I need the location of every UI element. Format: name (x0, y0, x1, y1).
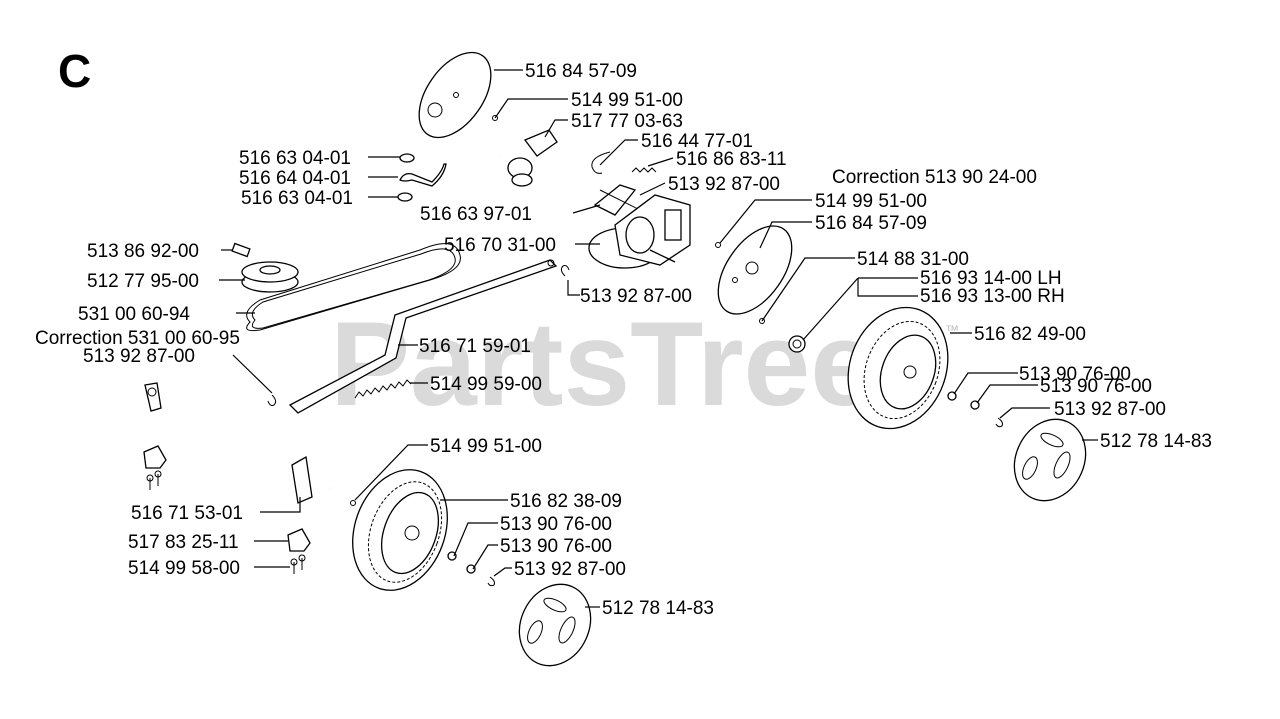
label-lever: 516 64 04-01 (239, 168, 351, 189)
label-bracket-top: 517 77 03-63 (571, 111, 683, 132)
front-wheel-drawing (352, 469, 448, 591)
watermark: PartsTree (330, 297, 877, 431)
label-washer-b: 516 63 04-01 (241, 188, 353, 209)
pin-c-drawing (759, 318, 765, 324)
label-clip-a: 513 92 87-00 (668, 174, 780, 195)
label-front-wheel: 516 82 38-09 (510, 491, 622, 512)
hubcap-front-drawing (518, 583, 592, 667)
label-gear-lh: 516 93 14-00 LH (920, 268, 1062, 289)
label-pin-c: 514 88 31-00 (857, 249, 969, 270)
label-spring-long: 514 99 59-00 (430, 374, 542, 395)
label-pin-b: 514 99 51-00 (815, 191, 927, 212)
section-letter: C (58, 45, 91, 97)
label-belt: 531 00 60-94 (78, 304, 190, 325)
clip-d-drawing (995, 417, 1003, 428)
label-clip-b: 513 92 87-00 (580, 286, 692, 307)
gearbox-drawing (588, 194, 691, 269)
label-nut-b: 513 90 76-00 (1040, 376, 1152, 397)
spring-long-drawing (354, 379, 412, 399)
watermark-trademark: ™ (945, 322, 959, 338)
washer-b-drawing (397, 192, 413, 202)
label-screw: 514 99 58-00 (128, 558, 240, 579)
label-correction-a: Correction 513 90 24-00 (832, 167, 1037, 188)
screw-drawing (290, 554, 306, 574)
label-rod: 516 71 59-01 (419, 336, 531, 357)
label-pulley: 512 77 95-00 (87, 271, 199, 292)
nut-c-drawing (447, 551, 457, 561)
belt-drawing (246, 243, 461, 332)
label-correction-b: Correction 531 00 60-95 (35, 328, 240, 349)
rear-wheel-drawing (847, 306, 949, 430)
clip-b-drawing (560, 265, 570, 277)
label-clip-e: 513 92 87-00 (514, 559, 626, 580)
key-drawing (231, 242, 251, 258)
label-gearbox: 516 70 31-00 (444, 235, 556, 256)
label-clip-c: 513 92 87-00 (83, 346, 195, 367)
hubcap-rear-drawing (1013, 418, 1087, 502)
shaft-assembly-drawing (498, 129, 661, 242)
bracket-upper-left-drawing (143, 445, 167, 490)
label-key: 513 86 92-00 (87, 241, 199, 262)
pin-a-drawing (492, 115, 498, 121)
label-nut-a: 513 90 76-00 (1019, 364, 1131, 385)
rod-drawing (288, 259, 558, 414)
label-bracket-low: 517 83 25-11 (128, 532, 239, 553)
gear-drawing (788, 335, 806, 353)
label-disc-top: 516 84 57-09 (525, 61, 637, 82)
label-nut-c: 513 90 76-00 (500, 514, 612, 535)
disc-mid-drawing (717, 225, 793, 315)
label-pin-a: 514 99 51-00 (571, 90, 683, 111)
label-gear-rh: 516 93 13-00 RH (920, 286, 1065, 307)
label-clip-d: 513 92 87-00 (1054, 399, 1166, 420)
lever-drawing (399, 163, 447, 187)
label-disc-mid: 516 84 57-09 (815, 213, 927, 234)
clip-e-drawing (487, 576, 495, 587)
spring-small-drawing (631, 167, 657, 173)
axle-drawing (144, 382, 331, 504)
pulley-drawing (241, 261, 299, 293)
label-axle: 516 71 53-01 (131, 503, 243, 524)
clip-c-drawing (267, 394, 277, 406)
label-hubcap-rear: 512 78 14-83 (1100, 431, 1212, 452)
disc-top-drawing (418, 51, 492, 139)
label-spring-clip: 516 44 77-01 (641, 131, 753, 152)
leader-lines (219, 69, 1098, 608)
washer-a-drawing (399, 153, 415, 163)
label-shaft-assy: 516 63 97-01 (420, 204, 532, 225)
label-hubcap-front: 512 78 14-83 (602, 598, 714, 619)
bracket-low-drawing (287, 528, 311, 552)
pin-d-drawing (350, 500, 356, 506)
label-spring-small: 516 86 83-11 (676, 149, 787, 170)
spring-clip-drawing (591, 151, 611, 174)
label-pin-d: 514 99 51-00 (430, 436, 542, 457)
label-rear-wheel: 516 82 49-00 (974, 324, 1086, 345)
label-nut-d: 513 90 76-00 (500, 536, 612, 557)
pin-b-drawing (715, 242, 721, 248)
nut-d-drawing (466, 564, 476, 574)
label-washer-a: 516 63 04-01 (239, 148, 351, 169)
